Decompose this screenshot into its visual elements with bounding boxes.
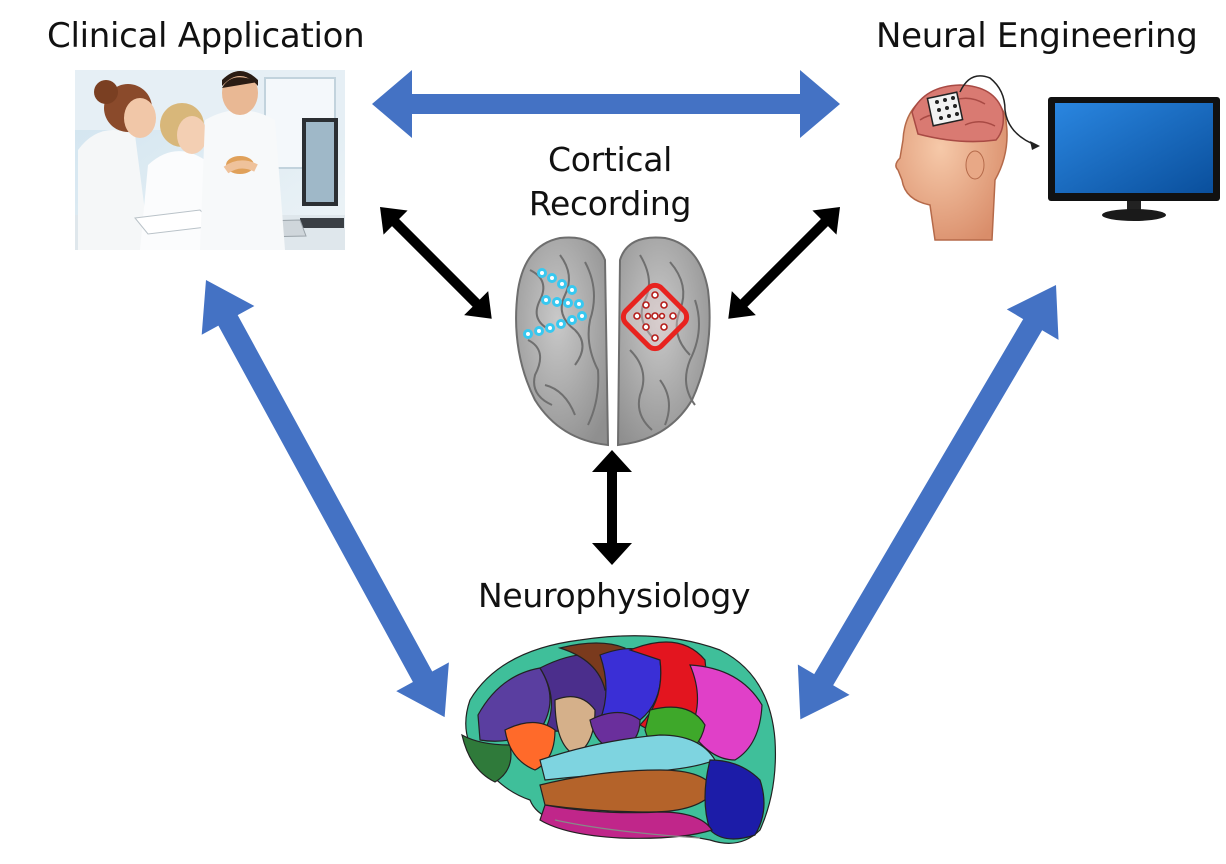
- left-blue-arrow: [201, 280, 449, 718]
- cortical-label-line1: Cortical: [547, 140, 673, 179]
- head-illustration: [895, 75, 1040, 241]
- cortical-label-line2: Recording: [528, 184, 692, 223]
- black-arrow-left: [380, 207, 492, 319]
- computer-monitor: [1048, 97, 1220, 221]
- cortical-recording-label: Cortical Recording: [490, 138, 730, 226]
- black-arrow-right: [728, 207, 840, 319]
- right-blue-arrow: [797, 285, 1059, 720]
- neural-engineering-label: Neural Engineering: [876, 16, 1198, 56]
- blue-arrows: [201, 70, 1059, 720]
- black-arrow-vertical: [592, 450, 632, 565]
- top-blue-arrow: [372, 70, 840, 138]
- black-arrows: [380, 207, 840, 565]
- clinical-application-label: Clinical Application: [47, 16, 365, 56]
- cortical-brain: [515, 236, 711, 447]
- ecog-grid: [620, 282, 690, 352]
- electrode-strips: [523, 268, 587, 339]
- neurophysiology-label: Neurophysiology: [478, 576, 751, 615]
- clinical-photo: [75, 70, 345, 250]
- parcellated-brain: [461, 635, 776, 844]
